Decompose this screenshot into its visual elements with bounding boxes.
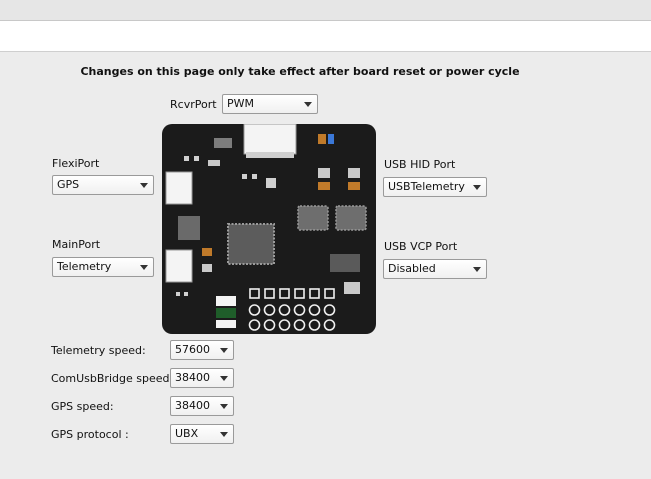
chevron-down-icon [473, 267, 481, 272]
board-mcu [227, 223, 275, 265]
usb-hid-port-value: USBTelemetry [388, 180, 465, 193]
flexi-port-value: GPS [57, 178, 80, 191]
flexi-port-select[interactable]: GPS [52, 175, 154, 195]
main-port-select[interactable]: Telemetry [52, 257, 154, 277]
comusbbridge-speed-value: 38400 [175, 371, 210, 384]
board-component [176, 292, 180, 296]
gps-protocol-label: GPS protocol : [51, 428, 129, 441]
chevron-down-icon [220, 432, 228, 437]
reset-notice: Changes on this page only take effect af… [80, 65, 520, 78]
board-led [216, 320, 236, 328]
usb-vcp-port-value: Disabled [388, 262, 436, 275]
board-pin-header [248, 288, 336, 331]
chevron-down-icon [140, 265, 148, 270]
board-component [318, 168, 330, 178]
board-image [162, 124, 376, 334]
board-component [266, 178, 276, 188]
board-component [344, 282, 360, 294]
board-chip [330, 254, 360, 272]
board-chip [214, 138, 232, 148]
flexi-port-label: FlexiPort [52, 157, 100, 170]
gps-speed-value: 38400 [175, 399, 210, 412]
telemetry-speed-select[interactable]: 57600 [170, 340, 234, 360]
comusbbridge-speed-label: ComUsbBridge speed: [51, 372, 174, 385]
main-port-label: MainPort [52, 238, 101, 251]
board-component [194, 156, 199, 161]
board-component [242, 174, 247, 179]
telemetry-speed-label: Telemetry speed: [51, 344, 146, 357]
board-component [202, 248, 212, 256]
rcvr-connector-pins [246, 152, 294, 158]
board-sensor [335, 205, 367, 231]
board-component [184, 292, 188, 296]
telemetry-speed-value: 57600 [175, 343, 210, 356]
window-top-strip [0, 0, 651, 21]
gps-speed-label: GPS speed: [51, 400, 114, 413]
chevron-down-icon [220, 376, 228, 381]
rcvr-connector [243, 124, 297, 155]
board-component [318, 182, 330, 190]
rcvr-port-select[interactable]: PWM [222, 94, 318, 114]
board-led [216, 296, 236, 306]
rcvr-port-value: PWM [227, 97, 255, 110]
chevron-down-icon [220, 404, 228, 409]
gps-protocol-value: UBX [175, 427, 199, 440]
main-connector [165, 249, 193, 283]
chevron-down-icon [473, 185, 481, 190]
usb-hid-port-select[interactable]: USBTelemetry [383, 177, 487, 197]
gps-speed-select[interactable]: 38400 [170, 396, 234, 416]
usb-vcp-port-select[interactable]: Disabled [383, 259, 487, 279]
board-chip [178, 216, 200, 240]
usb-vcp-port-label: USB VCP Port [384, 240, 458, 253]
gps-protocol-select[interactable]: UBX [170, 424, 234, 444]
rcvr-port-label: RcvrPort [170, 98, 217, 111]
board-component [208, 160, 220, 166]
board-led [216, 308, 236, 318]
usb-hid-port-label: USB HID Port [384, 158, 456, 171]
board-component [184, 156, 189, 161]
board-sensor [297, 205, 329, 231]
toolbar-area [0, 21, 651, 52]
board-component [318, 134, 326, 144]
chevron-down-icon [140, 183, 148, 188]
chevron-down-icon [304, 102, 312, 107]
board-component [202, 264, 212, 272]
board-component [328, 134, 334, 144]
comusbbridge-speed-select[interactable]: 38400 [170, 368, 234, 388]
board-component [252, 174, 257, 179]
board-component [348, 182, 360, 190]
main-port-value: Telemetry [57, 260, 112, 273]
flexi-connector [165, 171, 193, 205]
board-component [348, 168, 360, 178]
chevron-down-icon [220, 348, 228, 353]
